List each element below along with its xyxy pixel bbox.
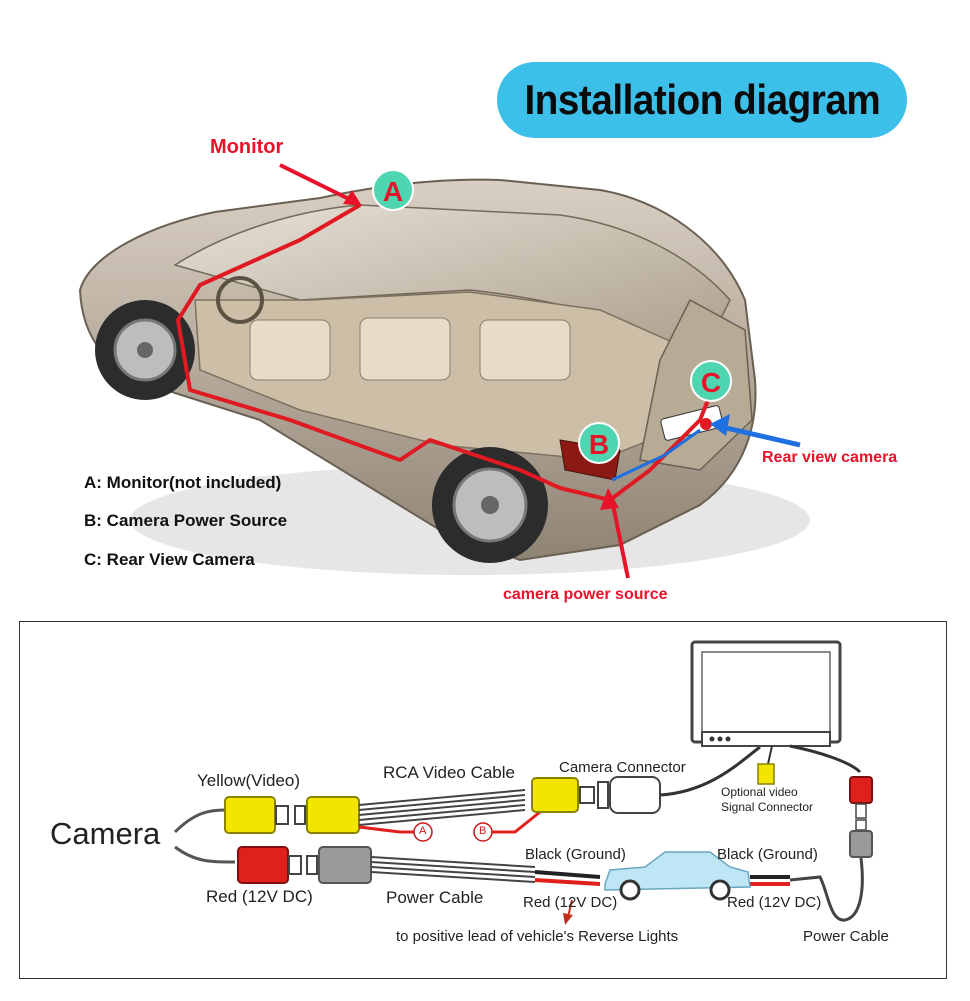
yellow-rca-tip bbox=[275, 805, 289, 825]
yellow-video-label: Yellow(Video) bbox=[197, 771, 301, 790]
black-ground-label-1: Black (Ground) bbox=[525, 846, 626, 863]
camera-connector-yellow bbox=[531, 777, 579, 813]
page-title: Installation diagram bbox=[524, 76, 880, 123]
red-12v-left-label: Red (12V DC) bbox=[206, 887, 313, 906]
white-connector-tip bbox=[597, 781, 609, 809]
monitor-callout: Monitor bbox=[210, 136, 284, 158]
rear-seat bbox=[479, 319, 571, 381]
reverse-lights-arrowhead bbox=[563, 913, 573, 925]
monitor-arrow bbox=[279, 163, 356, 204]
red-12v-right-label: Red (12V DC) bbox=[727, 894, 822, 911]
red-power-plug bbox=[237, 846, 289, 884]
power-cable-bundle bbox=[370, 856, 536, 883]
title-banner: Installation diagram bbox=[497, 62, 907, 138]
rear-wheel bbox=[432, 447, 548, 563]
camera-wire-top bbox=[173, 808, 226, 834]
gray-socket-tip bbox=[306, 855, 318, 875]
marker-b-label: B bbox=[589, 429, 609, 460]
rear-view-camera-callout: Rear view camera bbox=[762, 449, 898, 466]
car-illustration: A B C bbox=[78, 163, 810, 579]
gray-power-socket bbox=[318, 846, 372, 884]
monitor-base bbox=[701, 731, 831, 747]
legend-item-a: A: Monitor(not included) bbox=[84, 473, 282, 492]
wire-marker-b bbox=[473, 822, 493, 842]
red-lead-a bbox=[358, 825, 415, 834]
legend-item-b: B: Camera Power Source bbox=[84, 511, 288, 530]
power-source-arrowhead bbox=[600, 488, 619, 510]
yellow-rca-socket-tip bbox=[294, 805, 306, 825]
camera-wire-bottom bbox=[174, 845, 236, 864]
camera-power-source-callout: camera power source bbox=[503, 586, 668, 603]
legend-item-c: C: Rear View Camera bbox=[84, 550, 255, 569]
wire-marker-a bbox=[413, 822, 433, 842]
marker-a-label: A bbox=[383, 176, 403, 207]
black-ground-wire-left bbox=[534, 870, 601, 879]
wiring-diagram: Camera Yellow(Video) Red (12V DC) RCA Vi… bbox=[19, 621, 947, 979]
car-icon bbox=[604, 851, 751, 901]
red-lead-b bbox=[492, 810, 541, 834]
monitor-power-cable bbox=[789, 857, 864, 922]
marker-c-label: C bbox=[701, 367, 721, 398]
black-ground-label-2: Black (Ground) bbox=[717, 846, 818, 863]
red-power-wire-left bbox=[534, 878, 601, 886]
rca-video-cable-label: RCA Video Cable bbox=[383, 763, 515, 782]
red-power-tip bbox=[288, 855, 302, 875]
steering-wheel bbox=[216, 276, 264, 324]
reverse-lights-label: to positive lead of vehicle's Reverse Li… bbox=[396, 928, 679, 945]
monitor-video-cable bbox=[659, 745, 761, 797]
optional-video-label-line1: Optional video bbox=[721, 785, 798, 799]
red-12v-mid-label: Red (12V DC) bbox=[523, 894, 618, 911]
white-camera-connector bbox=[609, 776, 661, 814]
monitor-power-lead bbox=[789, 744, 862, 774]
rear-camera bbox=[700, 418, 712, 430]
optional-video-lead bbox=[767, 745, 773, 765]
wiring-schematic bbox=[173, 640, 873, 925]
monitor-arrowhead bbox=[343, 190, 362, 206]
camera-lead bbox=[611, 428, 701, 482]
wire-marker-b-label: B bbox=[479, 825, 487, 837]
power-source-arrow bbox=[610, 499, 630, 579]
wire-marker-a-label: A bbox=[419, 825, 427, 837]
rca-cable-bundle bbox=[358, 789, 526, 826]
monitor-power-plug-gray bbox=[849, 830, 873, 858]
camera-label: Camera bbox=[50, 816, 161, 851]
monitor-power-plug-red bbox=[849, 776, 873, 804]
front-wheel bbox=[95, 300, 195, 400]
rear-camera-arrowhead bbox=[710, 414, 730, 436]
camera-connector-tip bbox=[579, 786, 595, 804]
monitor-screen bbox=[701, 651, 831, 733]
marker-b: B bbox=[578, 422, 620, 464]
marker-c: C bbox=[690, 360, 732, 402]
power-cable-label-2: Power Cable bbox=[803, 928, 889, 945]
optional-video-label-line2: Signal Connector bbox=[721, 800, 814, 814]
yellow-rca-socket bbox=[306, 796, 360, 834]
camera-connector-label: Camera Connector bbox=[559, 759, 686, 776]
yellow-rca-plug bbox=[224, 796, 276, 834]
power-cable-label-1: Power Cable bbox=[386, 888, 484, 907]
rear-camera-arrow bbox=[721, 424, 801, 448]
middle-seat bbox=[359, 317, 451, 381]
monitor-power-tip bbox=[855, 803, 867, 819]
wiring-route bbox=[176, 203, 710, 502]
front-seat bbox=[249, 319, 331, 381]
marker-a: A bbox=[372, 169, 414, 211]
monitor-power-socket-tip bbox=[855, 819, 867, 831]
optional-video-connector bbox=[757, 763, 775, 785]
